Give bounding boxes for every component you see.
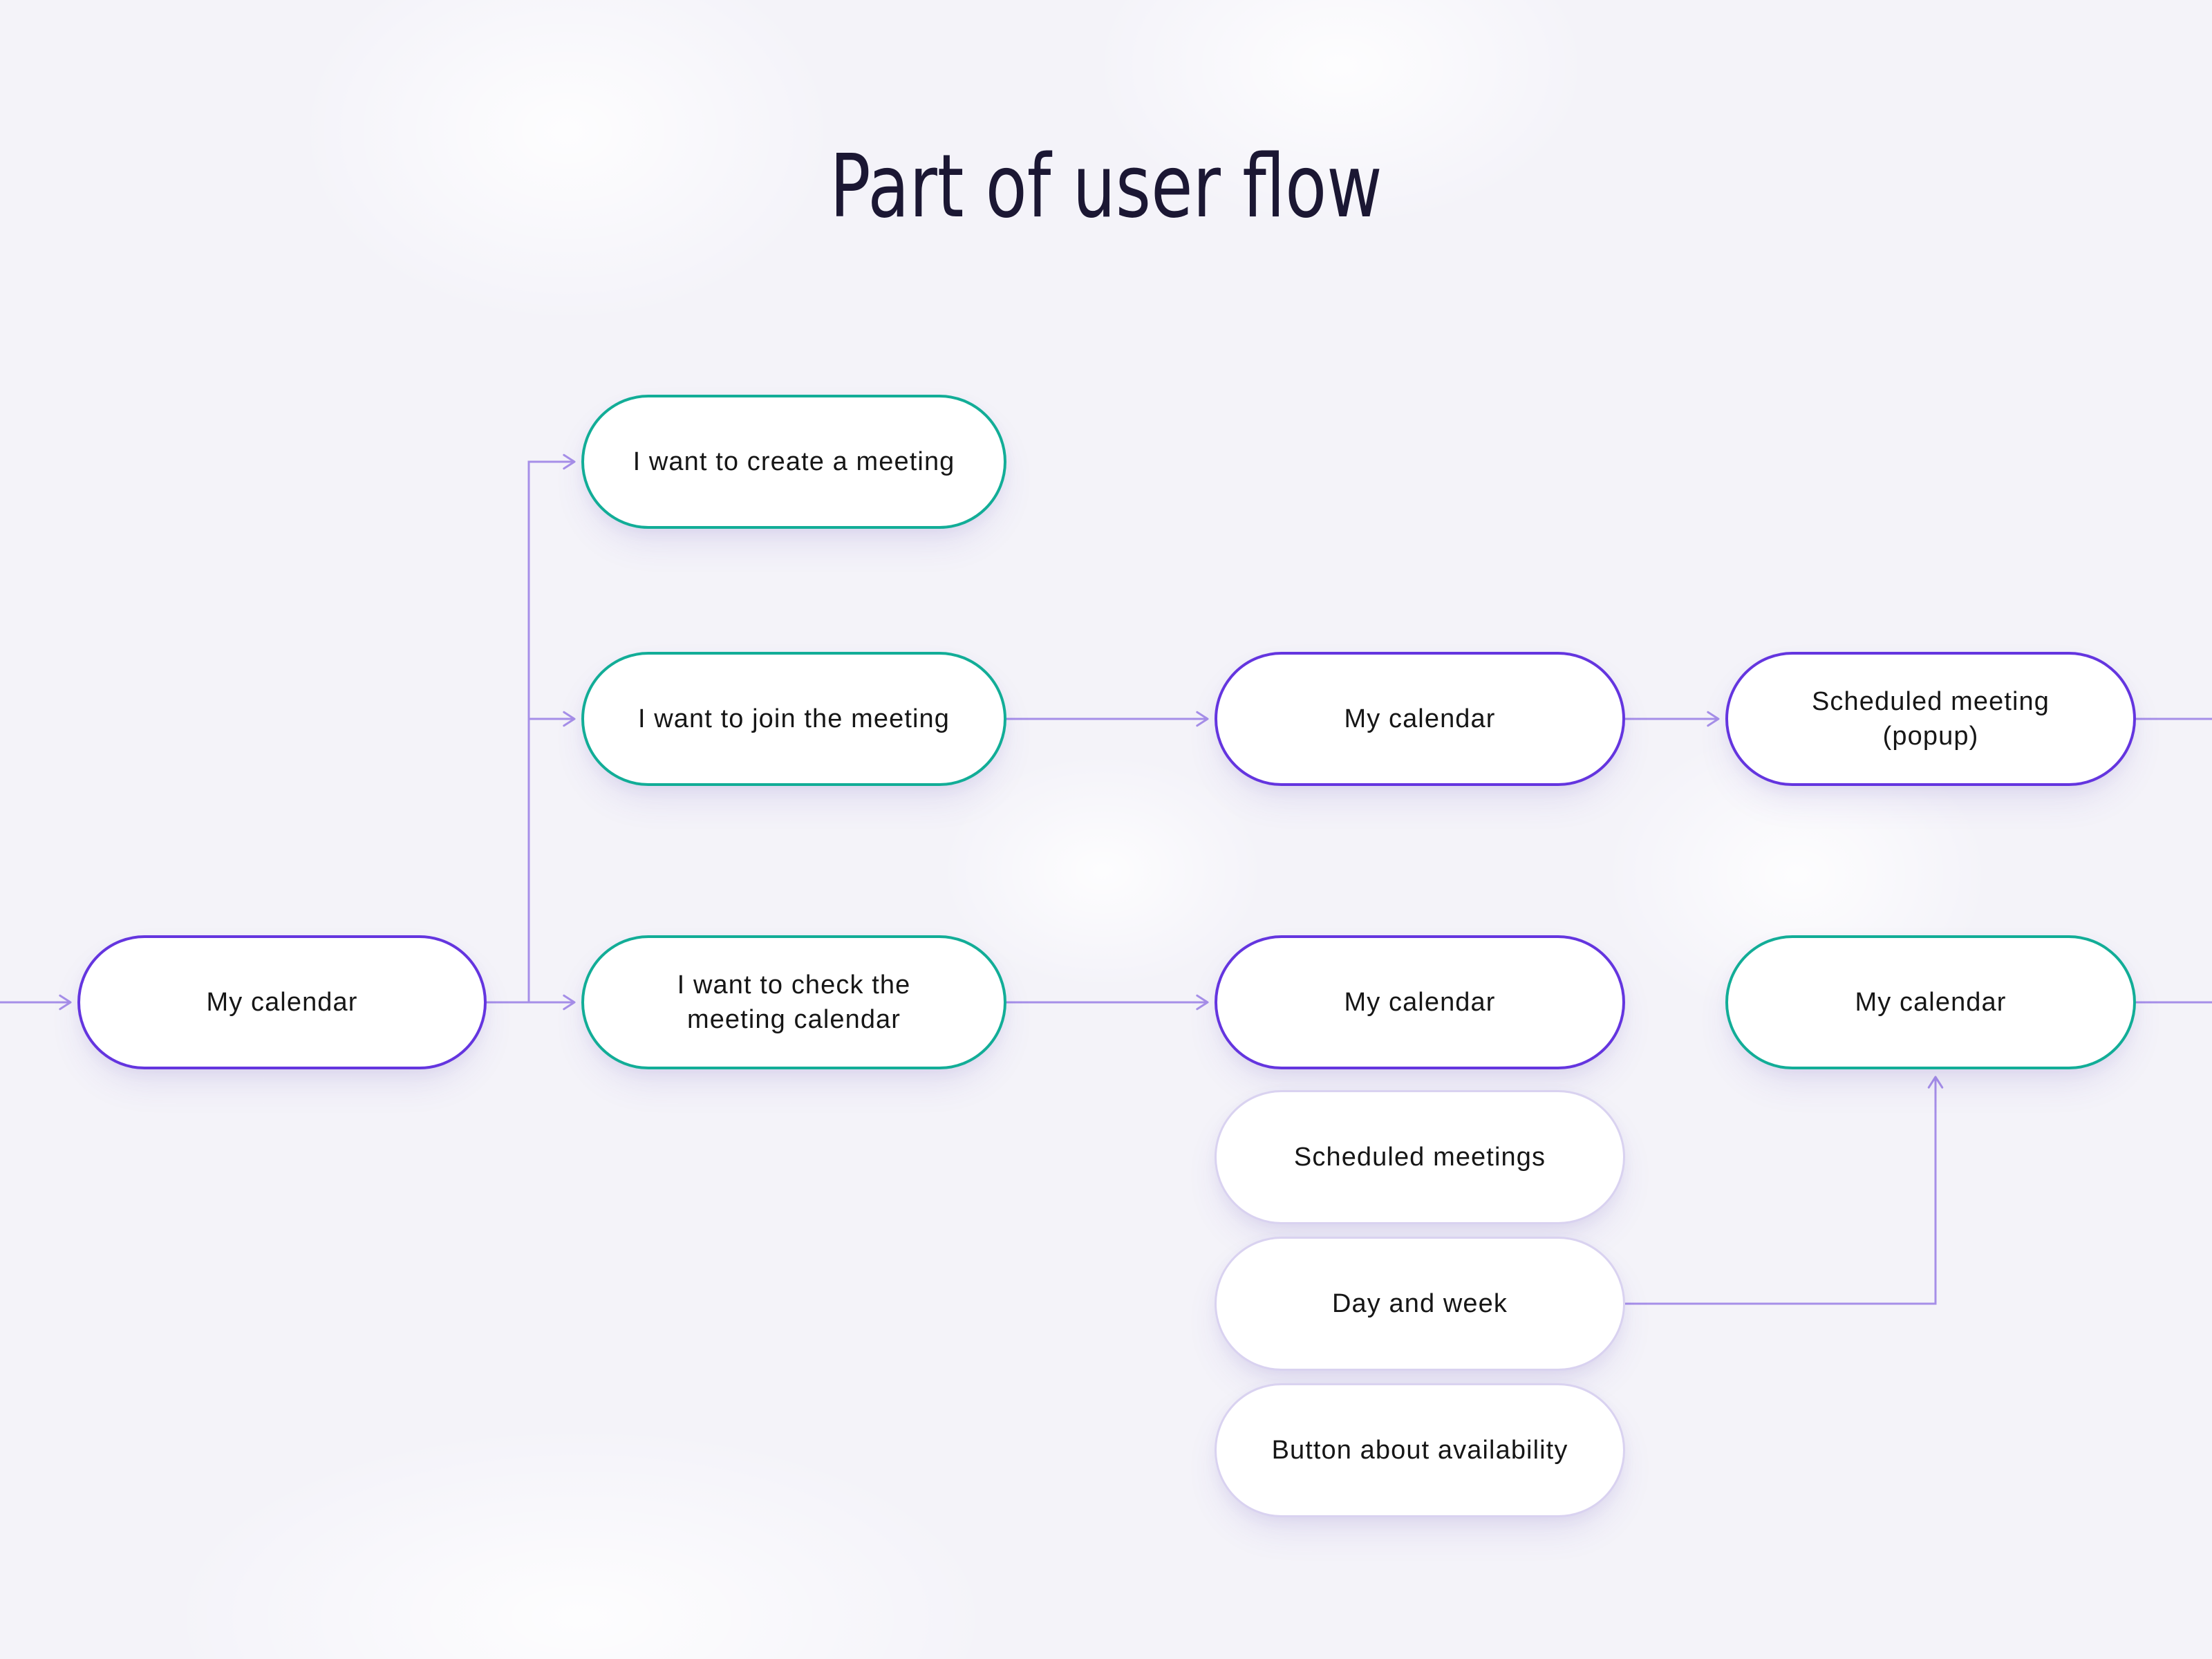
flow-node-scheduled-meeting-popup: Scheduled meeting (popup) xyxy=(1725,652,2136,786)
flow-node-label: I want to join the meeting xyxy=(637,704,950,733)
flow-node-join-meeting: I want to join the meeting xyxy=(581,652,1006,786)
flow-node-label: My calendar xyxy=(1344,704,1496,733)
flow-node-scheduled-meetings: Scheduled meetings xyxy=(1215,1090,1625,1224)
flow-node-day-and-week: Day and week xyxy=(1215,1237,1625,1371)
flow-node-calendar-day-week: My calendar xyxy=(1725,935,2136,1069)
flow-node-availability-button: Button about availability xyxy=(1215,1383,1625,1517)
flow-node-label: Scheduled meetings xyxy=(1293,1142,1546,1172)
flow-node-label: I want to check the meeting calendar xyxy=(677,970,911,1034)
flow-node-create-meeting: I want to create a meeting xyxy=(581,395,1006,529)
flow-node-calendar-after-join: My calendar xyxy=(1215,652,1625,786)
flow-node-label: I want to create a meeting xyxy=(632,447,955,476)
background-glow xyxy=(166,1424,995,1659)
connector-day-week-to-green-calendar xyxy=(1625,1076,1944,1305)
flow-node-calendar-after-check: My calendar xyxy=(1215,935,1625,1069)
flow-node-label: My calendar xyxy=(1344,987,1496,1017)
flow-node-label: My calendar xyxy=(1855,987,2007,1017)
flow-node-label: Scheduled meeting (popup) xyxy=(1811,686,2050,751)
flow-node-label: Day and week xyxy=(1331,1288,1508,1318)
page-title: Part of user flow xyxy=(830,135,1382,237)
flow-node-check-calendar: I want to check the meeting calendar xyxy=(581,935,1006,1069)
flow-node-label: Button about availability xyxy=(1271,1435,1568,1465)
connector-calendar-root-to-create xyxy=(527,453,576,1002)
flow-node-label: My calendar xyxy=(206,987,358,1017)
background-glow xyxy=(940,753,1265,988)
flow-node-calendar-root: My calendar xyxy=(77,935,487,1069)
